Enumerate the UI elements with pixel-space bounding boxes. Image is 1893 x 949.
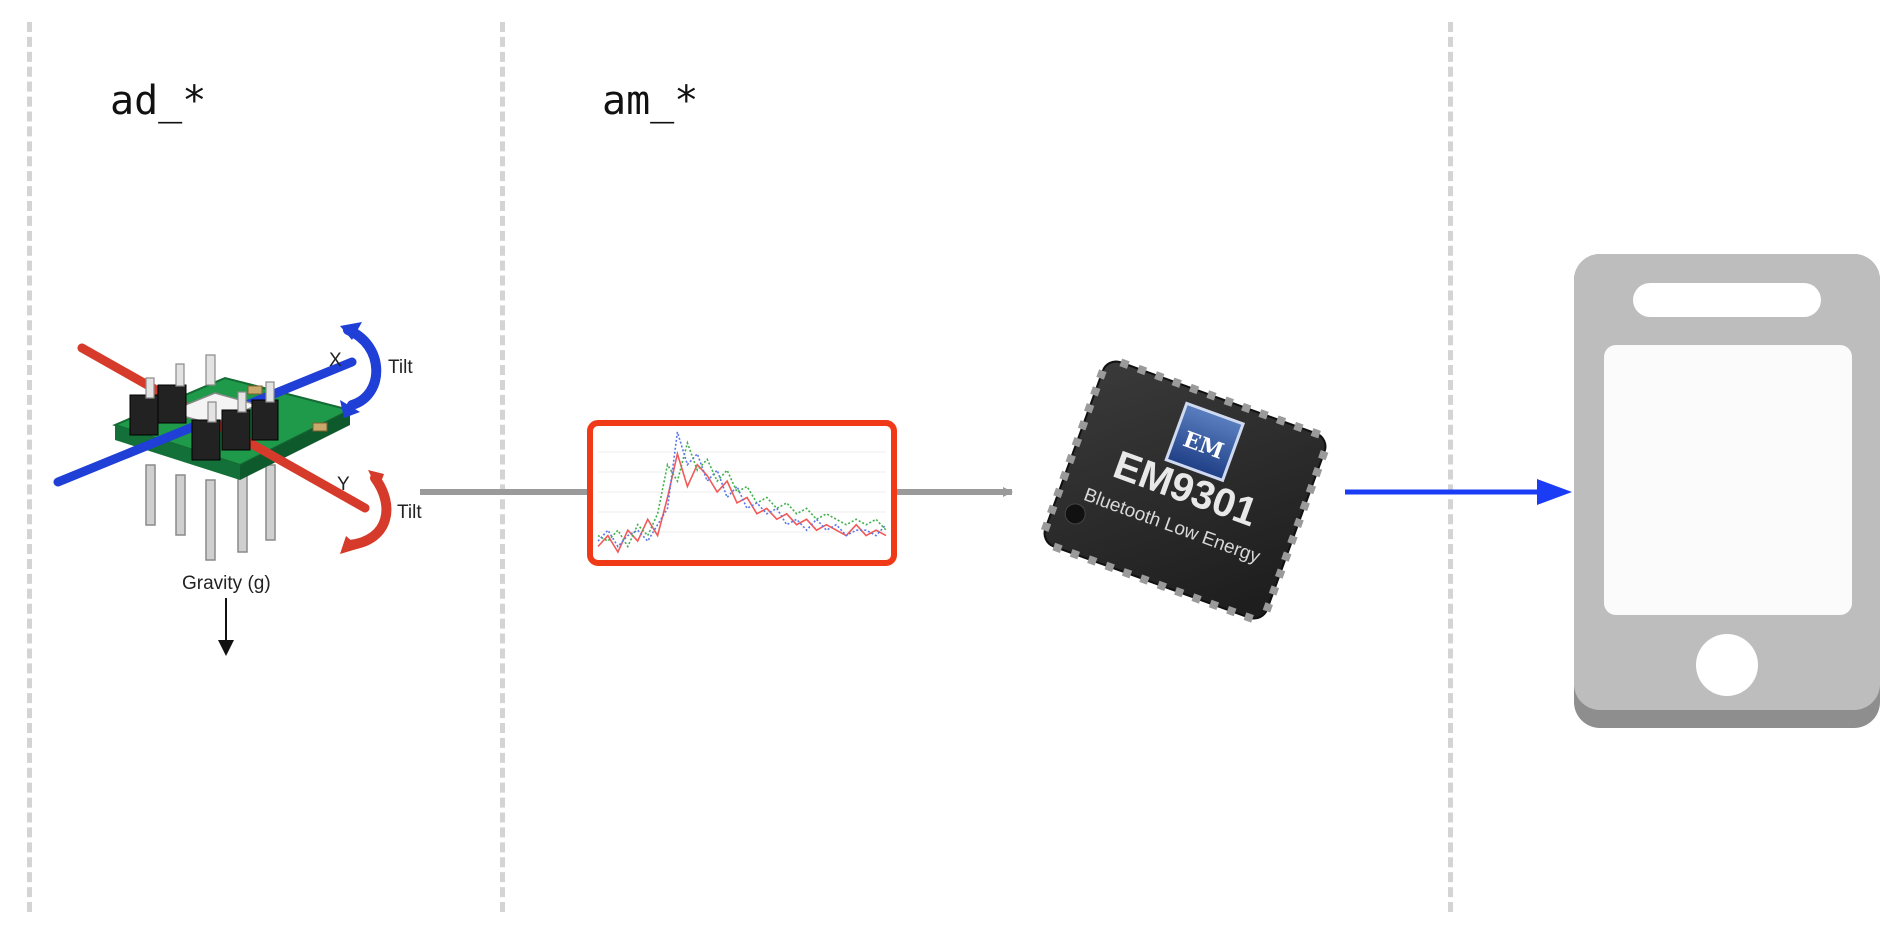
header-block <box>129 394 159 436</box>
tilt-y-arrowhead <box>368 470 384 490</box>
chip-pad <box>1156 580 1167 591</box>
header-block <box>157 384 187 424</box>
accelerometer-illustration: X Tilt Y Tilt Gravity (g) <box>53 322 422 656</box>
pin-tip <box>265 381 275 403</box>
pin-tip <box>237 391 247 413</box>
capacitor <box>312 422 328 432</box>
tilt-y-label: Tilt <box>397 502 422 523</box>
pin-tip <box>175 363 185 387</box>
chip-pad <box>1241 402 1252 414</box>
header-block <box>251 399 279 441</box>
chip-pad <box>1174 587 1185 598</box>
chip-pad <box>1305 483 1317 495</box>
chip-pad <box>1275 568 1286 579</box>
chip-pad <box>1223 396 1234 407</box>
gravity-label: Gravity (g) <box>182 573 271 594</box>
phone-home-button <box>1696 634 1758 696</box>
header-block <box>221 409 251 451</box>
chip-pad <box>1262 602 1273 613</box>
chip-pad <box>1275 415 1287 426</box>
chip-pad <box>1069 549 1081 560</box>
signal-series-line <box>597 431 887 548</box>
chip-pad <box>1281 551 1292 562</box>
signal-chart <box>587 420 897 566</box>
x-axis-label: X <box>329 350 342 371</box>
chip-pad <box>1136 364 1148 376</box>
ble-chip: EM EM9301 Bluetooth Low Energy <box>1040 358 1329 623</box>
tilt-x-label: Tilt <box>388 357 413 378</box>
pin <box>205 479 216 561</box>
capacitor <box>247 385 263 395</box>
chip-pad <box>1311 466 1323 478</box>
chip-pad <box>1293 517 1304 528</box>
chip-pad <box>1154 371 1165 382</box>
pin <box>175 474 186 536</box>
chip-pad <box>1293 421 1304 433</box>
chip-pad <box>1258 409 1269 420</box>
chip-pad <box>1090 386 1101 397</box>
chip-pad <box>1206 390 1217 401</box>
chip-pad <box>1065 453 1076 465</box>
chip-pad <box>1059 470 1070 482</box>
section-title-am: am_* <box>602 78 699 124</box>
tilt-y-arrowhead <box>340 536 360 554</box>
pin-tip <box>207 401 217 423</box>
pin <box>145 464 156 526</box>
section-title-ad: ad_* <box>110 78 207 124</box>
pin <box>237 471 248 553</box>
chip-pad <box>1077 420 1089 431</box>
header-block <box>191 419 221 461</box>
chip-pad <box>1087 555 1098 566</box>
phone-speaker <box>1633 283 1821 317</box>
pin-tip <box>145 377 155 399</box>
chip-pad <box>1104 561 1115 572</box>
chip-pad <box>1139 574 1150 585</box>
tilt-y-arrow <box>345 473 392 550</box>
chip-pad <box>1191 593 1202 604</box>
signal-frame <box>587 420 897 566</box>
chip-pad <box>1171 377 1182 388</box>
chip-logo <box>1164 401 1246 483</box>
chip-pin1-dot <box>1064 503 1086 525</box>
tilt-x-arrowhead <box>340 322 362 340</box>
chip-pad <box>1243 612 1254 623</box>
phone-screen <box>1604 345 1852 615</box>
chip-pad <box>1287 534 1298 545</box>
chip-pad <box>1121 568 1133 579</box>
chip-pad <box>1119 358 1130 369</box>
chip-pad <box>1047 504 1058 515</box>
chip-pad <box>1071 436 1082 448</box>
y-axis-label: Y <box>337 474 350 495</box>
section-divider <box>1448 22 1453 912</box>
chip-body <box>1043 360 1327 620</box>
chip-pad <box>1096 369 1107 380</box>
chip-pad <box>1310 428 1321 439</box>
chip-pad <box>1268 585 1280 596</box>
chip-pad <box>1084 403 1095 414</box>
ble-link-arrowhead <box>1537 479 1572 505</box>
phone-illustration <box>1574 254 1880 728</box>
chip-pad <box>1040 521 1052 532</box>
chip-pad <box>1318 450 1329 461</box>
chip-pad <box>1299 500 1310 512</box>
tilt-x-arrow <box>343 325 382 410</box>
signal-series-line <box>597 450 887 554</box>
chip-pad <box>1208 599 1220 610</box>
chip-pad <box>1188 383 1200 395</box>
pin <box>265 464 276 541</box>
section-divider <box>500 22 505 912</box>
pin-tip <box>205 354 216 386</box>
tilt-x-arrowhead <box>340 400 360 418</box>
section-divider <box>27 22 32 912</box>
signal-series-line <box>597 440 887 549</box>
chip-pad <box>1052 542 1063 554</box>
chip-pad <box>1226 606 1237 617</box>
chip-pad <box>1053 487 1064 498</box>
pcb-edge <box>115 425 240 480</box>
